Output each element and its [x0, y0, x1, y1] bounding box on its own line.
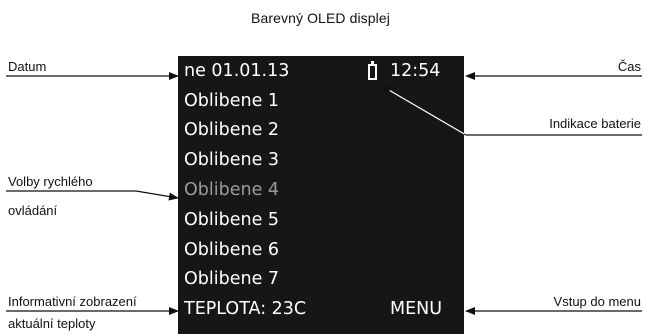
- favorite-item-2[interactable]: Oblibene 2: [184, 120, 280, 140]
- arrow-volby: [135, 190, 179, 201]
- favorite-item-5[interactable]: Oblibene 5: [184, 210, 280, 230]
- label-info-line1: Informativní zobrazení: [8, 294, 137, 309]
- arrow-indikace: [381, 85, 467, 136]
- battery-icon: [368, 61, 377, 80]
- label-volby-line1: Volby rychlého: [8, 174, 93, 189]
- oled-display: ne 01.01.13 12:54 Oblibene 1 Oblibene 2 …: [178, 56, 464, 334]
- diagram-title: Barevný OLED displej: [251, 10, 390, 26]
- label-info-line2: aktuální teploty: [8, 316, 96, 331]
- label-indikace-baterie: Indikace baterie: [549, 116, 641, 131]
- favorite-item-1[interactable]: Oblibene 1: [184, 91, 280, 111]
- favorite-item-6[interactable]: Oblibene 6: [184, 240, 280, 260]
- label-datum: Datum: [8, 59, 47, 74]
- label-volby-line2: ovládání: [8, 203, 58, 218]
- display-menu[interactable]: MENU: [390, 299, 443, 319]
- arrow-indikace-outer: [463, 133, 467, 136]
- favorite-item-4[interactable]: Oblibene 4: [184, 180, 280, 200]
- display-time: 12:54: [390, 61, 441, 81]
- favorite-item-3[interactable]: Oblibene 3: [184, 150, 280, 170]
- favorite-item-7[interactable]: Oblibene 7: [184, 269, 280, 289]
- display-date: ne 01.01.13: [184, 61, 290, 81]
- label-cas: Čas: [617, 59, 641, 74]
- label-vstup-do-menu: Vstup do menu: [553, 294, 641, 309]
- display-temperature: TEPLOTA: 23C: [184, 299, 307, 319]
